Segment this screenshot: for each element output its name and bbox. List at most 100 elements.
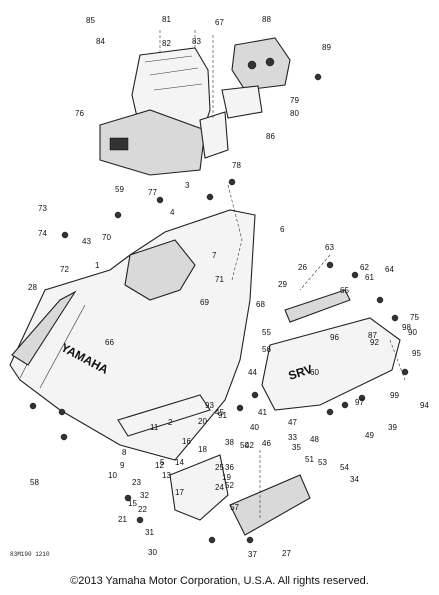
callout-76: 76 [75,109,84,118]
callout-65: 65 [340,286,349,295]
callout-24: 24 [215,483,224,492]
callout-94: 94 [420,401,429,410]
callout-88: 88 [262,15,271,24]
callout-58: 58 [30,478,39,487]
callout-83: 83 [192,37,201,46]
callout-42: 42 [245,441,254,450]
callout-35: 35 [292,443,301,452]
callout-4: 4 [170,208,175,217]
callout-43: 43 [82,237,91,246]
callout-30: 30 [148,548,157,557]
callout-53: 53 [318,458,327,467]
callout-13: 13 [162,471,171,480]
callout-78: 78 [232,161,241,170]
callout-23: 23 [132,478,141,487]
callout-9: 9 [120,461,125,470]
callout-21: 21 [118,515,127,524]
callout-5: 5 [160,458,165,467]
callout-97: 97 [355,398,364,407]
callout-74: 74 [38,229,47,238]
callout-52: 52 [225,481,234,490]
callout-82: 82 [162,39,171,48]
callout-28: 28 [28,283,37,292]
callout-54: 54 [340,463,349,472]
callout-79: 79 [290,96,299,105]
callout-27: 27 [282,549,291,558]
callout-64: 64 [385,265,394,274]
callout-95: 95 [412,349,421,358]
callout-80: 80 [290,109,299,118]
callout-84: 84 [96,37,105,46]
callout-17: 17 [175,488,184,497]
callout-71: 71 [215,275,224,284]
callout-46: 46 [262,439,271,448]
callout-39: 39 [388,423,397,432]
callout-1: 1 [95,261,100,270]
callout-labels: 1234567891011121314151617181920212223242… [28,15,429,559]
callout-40: 40 [250,423,259,432]
callout-20: 20 [198,417,207,426]
callout-12: 12 [155,461,164,470]
callout-3: 3 [185,181,190,190]
side-panel: SRV [261,289,401,411]
callout-73: 73 [38,204,47,213]
callout-48: 48 [310,435,319,444]
callout-91: 91 [218,411,227,420]
callout-2: 2 [168,418,173,427]
callout-33: 33 [288,433,297,442]
callout-15: 15 [128,499,137,508]
callout-41: 41 [258,408,267,417]
callout-89: 89 [322,43,331,52]
callout-92: 92 [370,338,379,347]
hardware [29,73,409,544]
callout-50: 50 [240,441,249,450]
callout-69: 69 [200,298,209,307]
callout-56: 56 [262,345,271,354]
callout-75: 75 [410,313,419,322]
callout-59: 59 [115,185,124,194]
callout-45: 45 [215,408,224,417]
copyright-notice: ©2013 Yamaha Motor Corporation, U.S.A. A… [70,575,369,587]
callout-68: 68 [256,300,265,309]
callout-81: 81 [162,15,171,24]
callout-14: 14 [175,458,184,467]
callout-18: 18 [198,445,207,454]
callout-38: 38 [225,438,234,447]
bracket [199,111,229,159]
callout-25: 25 [215,463,224,472]
callout-11: 11 [150,423,159,432]
callout-66: 66 [105,338,114,347]
callout-70: 70 [102,233,111,242]
callout-19: 19 [222,473,231,482]
side-trim-left [11,290,77,366]
callout-96: 96 [330,333,339,342]
callout-49: 49 [365,431,374,440]
callout-57: 57 [230,503,239,512]
callout-16: 16 [182,437,191,446]
callout-60: 60 [310,368,319,377]
callout-63: 63 [325,243,334,252]
callout-26: 26 [298,263,307,272]
diagram-code: 83M190 1210 [10,551,50,558]
callout-67: 67 [215,18,224,27]
leader-lines [159,30,406,520]
callout-29: 29 [278,280,287,289]
callout-44: 44 [248,368,257,377]
callout-8: 8 [122,448,127,457]
callout-22: 22 [138,505,147,514]
lower-cover [117,394,311,536]
windshield-cowl [99,109,206,176]
callout-90: 90 [408,328,417,337]
callout-61: 61 [365,273,374,282]
callout-87: 87 [368,331,377,340]
callout-98: 98 [402,323,411,332]
callout-6: 6 [280,225,285,234]
callout-62: 62 [360,263,369,272]
callout-72: 72 [60,265,69,274]
callout-55: 55 [262,328,271,337]
callout-85: 85 [86,16,95,25]
callout-34: 34 [350,475,359,484]
callout-36: 36 [225,463,234,472]
callout-99: 99 [390,391,399,400]
